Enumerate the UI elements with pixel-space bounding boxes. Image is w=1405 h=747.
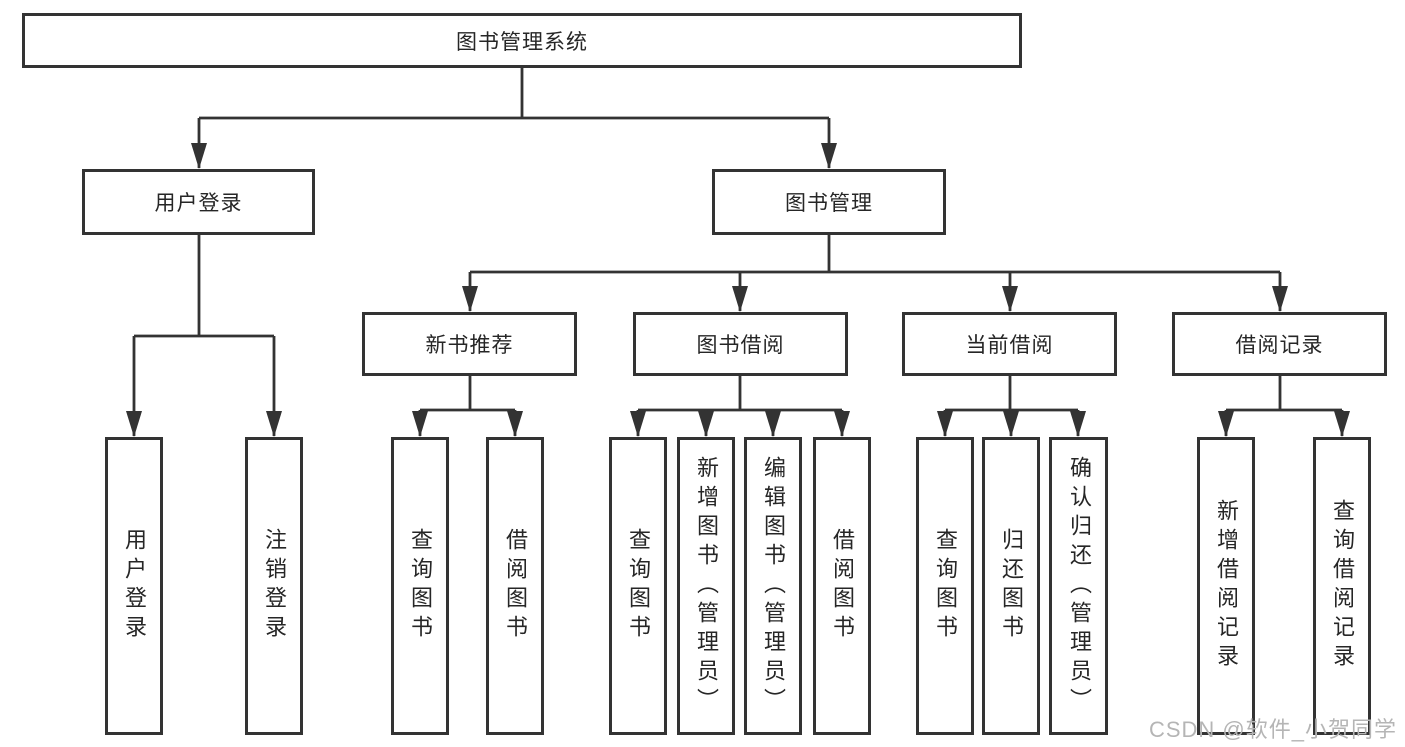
node-label: 用户登录	[154, 192, 243, 215]
node-label: 图书借阅	[696, 334, 785, 357]
leaf-borrow-books: 借阅图书	[813, 437, 871, 735]
node-label: 当前借阅	[965, 334, 1054, 357]
leaf-user-login: 用户登录	[105, 437, 163, 735]
node-library-management-system: 图书管理系统	[22, 13, 1022, 68]
leaf-confirm-return-admin: 确认归还（管理员）	[1049, 437, 1108, 735]
leaf-add-borrow-record: 新增借阅记录	[1197, 437, 1255, 735]
edge-login-to-leaves	[126, 235, 282, 437]
leaf-query-books-recommend: 查询图书	[391, 437, 449, 735]
edge-root-to-level2	[191, 68, 837, 169]
watermark-text: CSDN @软件_小贺同学	[1148, 717, 1397, 742]
edge-management-to-level3	[462, 235, 1288, 312]
node-current-borrowing: 当前借阅	[902, 312, 1117, 376]
node-book-management: 图书管理	[712, 169, 946, 235]
leaf-add-books-admin: 新增图书（管理员）	[677, 437, 735, 735]
leaf-query-borrow-record: 查询借阅记录	[1313, 437, 1371, 735]
leaf-logout: 注销登录	[245, 437, 303, 735]
leaf-edit-books-admin: 编辑图书（管理员）	[744, 437, 802, 735]
leaf-query-books-borrow: 查询图书	[609, 437, 667, 735]
edge-records-to-leaves	[1218, 376, 1350, 437]
leaf-query-books-current: 查询图书	[916, 437, 974, 735]
node-label: 图书管理系统	[456, 30, 588, 54]
edge-recommend-to-leaves	[412, 376, 523, 437]
node-borrowing-records: 借阅记录	[1172, 312, 1387, 376]
leaf-return-books: 归还图书	[982, 437, 1040, 735]
node-label: 新书推荐	[425, 334, 514, 357]
leaf-borrow-books-recommend: 借阅图书	[486, 437, 544, 735]
node-label: 借阅记录	[1235, 334, 1324, 357]
edge-borrow-to-leaves	[630, 376, 850, 437]
edge-current-to-leaves	[937, 376, 1086, 437]
node-label: 图书管理	[785, 192, 873, 215]
node-user-login: 用户登录	[82, 169, 315, 235]
node-new-book-recommendation: 新书推荐	[362, 312, 577, 376]
node-book-borrowing: 图书借阅	[633, 312, 848, 376]
